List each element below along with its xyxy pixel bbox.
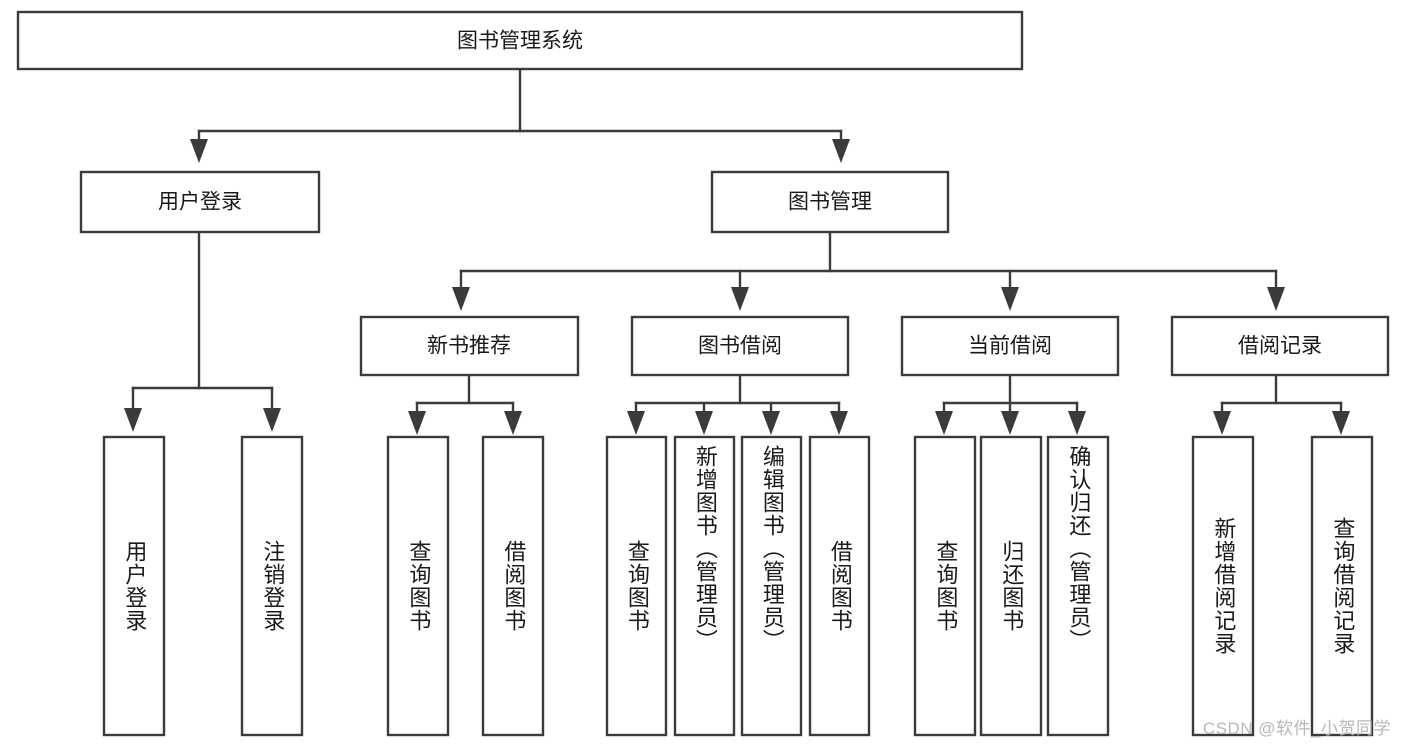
node-new-book-recommend-label: 新书推荐 <box>427 335 511 358</box>
connector-current-borrow-to-leaves <box>935 373 1086 435</box>
watermark-text: CSDN @软件_小贺同学 <box>1202 719 1391 738</box>
node-book-borrow-label: 图书借阅 <box>698 335 782 358</box>
node-root-system[interactable]: 图书管理系统 <box>16 10 1024 71</box>
leaf-borrow-record-query[interactable] <box>1310 435 1374 737</box>
leaf-new-book-query[interactable] <box>386 435 450 737</box>
leaf-current-borrow-return[interactable] <box>979 435 1043 737</box>
node-book-management-label: 图书管理 <box>788 191 872 214</box>
leaf-new-book-borrow[interactable] <box>481 435 545 737</box>
leaf-book-borrow-lend[interactable] <box>808 435 871 737</box>
node-user-login[interactable]: 用户登录 <box>79 170 321 234</box>
leaf-borrow-record-add[interactable] <box>1191 435 1255 737</box>
node-current-borrow-label: 当前借阅 <box>968 335 1052 358</box>
node-new-book-recommend[interactable]: 新书推荐 <box>359 315 580 377</box>
connector-root-to-level2 <box>190 67 850 163</box>
node-root-label: 图书管理系统 <box>457 30 583 53</box>
leaf-user-login-logout[interactable] <box>240 435 304 737</box>
connector-user-login-to-leaves <box>124 230 281 432</box>
leaf-user-login-login[interactable] <box>102 435 166 737</box>
connector-book-borrow-to-leaves <box>627 373 848 435</box>
leaf-book-borrow-add[interactable] <box>673 435 736 737</box>
node-borrow-record-label: 借阅记录 <box>1238 335 1322 358</box>
leaf-current-borrow-confirm[interactable] <box>1046 435 1110 737</box>
node-book-borrow[interactable]: 图书借阅 <box>630 315 850 377</box>
leaf-book-borrow-edit[interactable] <box>740 435 803 737</box>
connector-borrow-record-to-leaves <box>1213 373 1350 435</box>
node-book-management[interactable]: 图书管理 <box>710 170 950 234</box>
connector-new-book-to-leaves <box>408 373 522 435</box>
leaf-current-borrow-query[interactable] <box>913 435 977 737</box>
leaf-book-borrow-query[interactable] <box>605 435 668 737</box>
connector-book-manage-to-level3 <box>452 230 1285 311</box>
node-user-login-label: 用户登录 <box>158 191 242 214</box>
node-current-borrow[interactable]: 当前借阅 <box>900 315 1120 377</box>
node-borrow-record[interactable]: 借阅记录 <box>1170 315 1390 377</box>
